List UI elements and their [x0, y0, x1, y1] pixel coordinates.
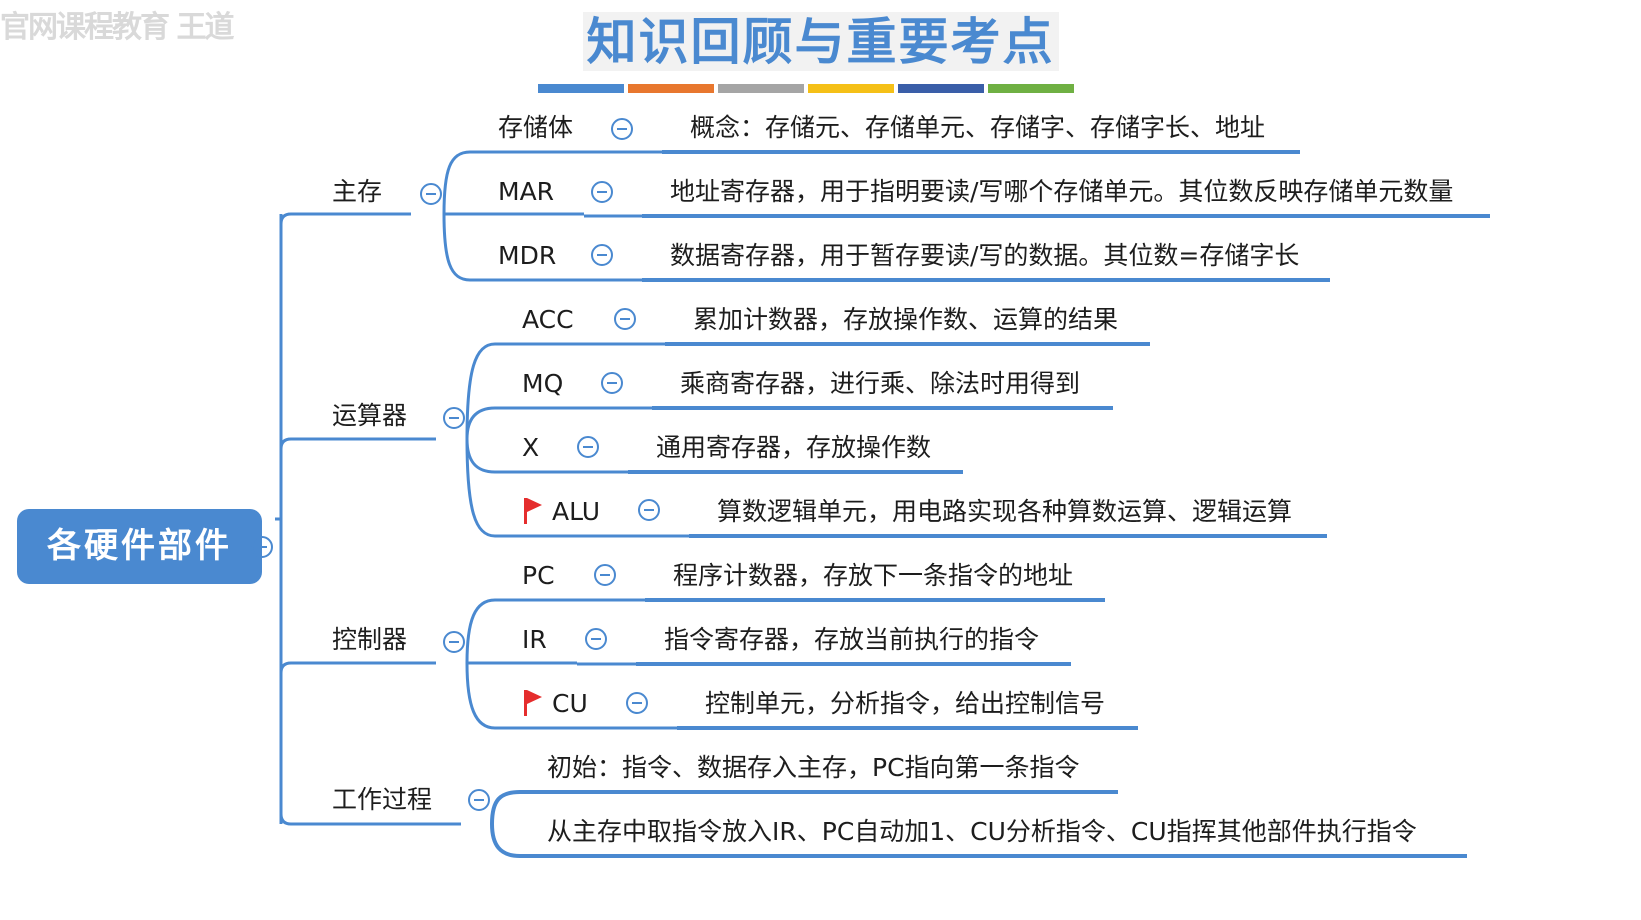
stripe-2 — [628, 84, 714, 93]
desc-mdr: 数据寄存器，用于暂存要读/写的数据。其位数=存储字长 — [670, 241, 1300, 270]
node-mdr[interactable]: MDR — [498, 241, 557, 270]
connector-line — [442, 150, 604, 215]
watermark: 官网课程教育 王道 — [0, 10, 234, 45]
connector-line — [465, 342, 606, 440]
collapse-icon[interactable] — [443, 631, 465, 653]
node-mq[interactable]: MQ — [522, 369, 564, 398]
connector-line — [465, 438, 569, 474]
stripe-4 — [808, 84, 894, 93]
collapse-icon[interactable] — [614, 308, 636, 330]
connector-line — [490, 823, 1467, 858]
process-step-2: 从主存中取指令放入IR、PC自动加1、CU分析指令、CU指挥其他部件执行指令 — [547, 817, 1417, 846]
node-acc[interactable]: ACC — [522, 305, 574, 334]
desc-x: 通用寄存器，存放操作数 — [656, 433, 932, 462]
connector-line — [465, 406, 593, 440]
connector-line — [465, 598, 586, 664]
connector-line — [279, 813, 461, 826]
branch-alu-unit-label[interactable]: 运算器 — [332, 401, 408, 430]
connector-line — [279, 437, 436, 450]
desc-ir: 指令寄存器，存放当前执行的指令 — [664, 625, 1040, 654]
collapse-icon[interactable] — [420, 183, 442, 205]
root-node[interactable]: 各硬件部件 — [17, 509, 262, 584]
page-title: 知识回顾与重要考点 — [0, 2, 1641, 74]
collapse-icon[interactable] — [601, 372, 623, 394]
collapse-icon[interactable] — [251, 536, 273, 558]
node-mar[interactable]: MAR — [498, 177, 555, 206]
stripe-3 — [718, 84, 804, 93]
collapse-icon[interactable] — [591, 244, 613, 266]
collapse-icon[interactable] — [468, 789, 490, 811]
connector-line — [490, 790, 1118, 825]
node-ir[interactable]: IR — [522, 625, 547, 654]
collapse-icon[interactable] — [611, 118, 633, 140]
process-step-1: 初始：指令、数据存入主存，PC指向第一条指令 — [547, 753, 1080, 782]
connector-line — [279, 212, 411, 225]
collapse-icon[interactable] — [591, 181, 613, 203]
flag-icon — [524, 498, 542, 524]
desc-cu: 控制单元，分析指令，给出控制信号 — [705, 689, 1106, 718]
title-text: 知识回顾与重要考点 — [582, 12, 1059, 71]
node-cu[interactable]: CU — [552, 689, 588, 718]
connector-line — [465, 662, 618, 730]
collapse-icon[interactable] — [638, 499, 660, 521]
flag-icon — [524, 690, 542, 716]
collapse-icon[interactable] — [594, 564, 616, 586]
branch-process-label[interactable]: 工作过程 — [332, 785, 433, 814]
collapse-icon[interactable] — [443, 407, 465, 429]
desc-acc: 累加计数器，存放操作数、运算的结果 — [693, 305, 1119, 334]
desc-mar: 地址寄存器，用于指明要读/写哪个存储单元。其位数反映存储单元数量 — [670, 177, 1454, 206]
stripe-5 — [898, 84, 984, 93]
collapse-icon[interactable] — [577, 436, 599, 458]
node-alu[interactable]: ALU — [552, 497, 601, 526]
branch-controller-label[interactable]: 控制器 — [332, 625, 408, 654]
stripe-1 — [538, 84, 624, 93]
node-storage-body[interactable]: 存储体 — [498, 113, 574, 142]
desc-pc: 程序计数器，存放下一条指令的地址 — [673, 561, 1074, 590]
desc-mq: 乘商寄存器，进行乘、除法时用得到 — [680, 369, 1081, 398]
branch-main-memory-label[interactable]: 主存 — [332, 177, 383, 206]
stripe-6 — [988, 84, 1074, 93]
collapse-icon[interactable] — [626, 692, 648, 714]
connector-line — [465, 438, 630, 538]
node-x[interactable]: X — [522, 433, 540, 462]
connector-line — [442, 213, 584, 282]
desc-storage-body: 概念：存储元、存储单元、存储字、存储字长、地址 — [690, 113, 1266, 142]
node-pc[interactable]: PC — [522, 561, 555, 590]
desc-alu: 算数逻辑单元，用电路实现各种算数运算、逻辑运算 — [717, 497, 1293, 526]
collapse-icon[interactable] — [585, 628, 607, 650]
connector-line — [279, 661, 436, 674]
